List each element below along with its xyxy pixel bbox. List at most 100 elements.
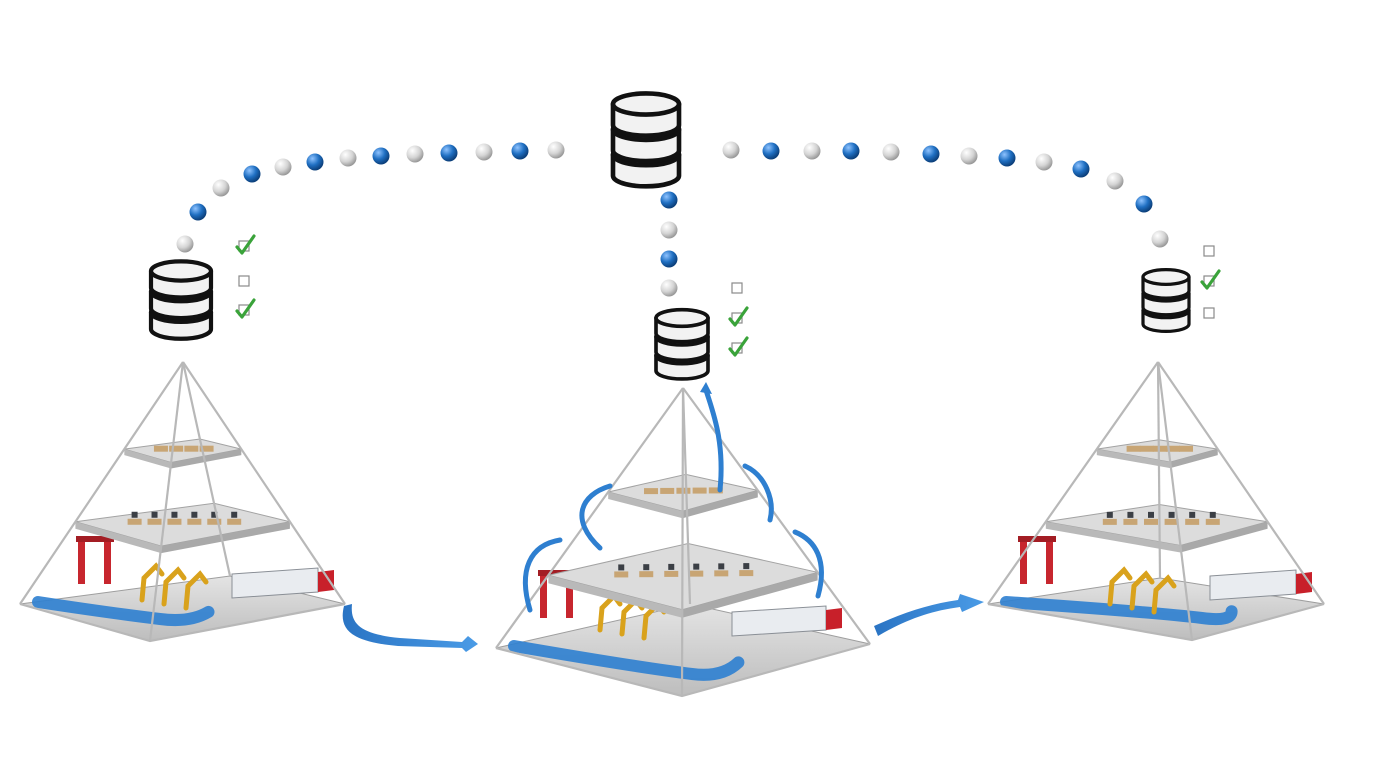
sync-dot-gray	[406, 145, 424, 163]
computer-monitor	[743, 563, 750, 570]
office-desk	[1144, 518, 1159, 525]
office-desk	[187, 518, 202, 525]
office-desk	[153, 445, 168, 452]
office-desk	[1205, 518, 1220, 525]
office-desk	[1102, 518, 1117, 525]
office-desk	[1165, 445, 1180, 452]
truck-trailer	[1209, 569, 1297, 601]
curved-flow-arrow	[792, 529, 824, 599]
office-desk	[614, 571, 629, 578]
pyramid-edge	[680, 387, 685, 697]
pyramid-edge	[495, 642, 871, 698]
checkmark-icon	[1200, 269, 1221, 290]
computer-monitor	[618, 564, 625, 571]
robot-arm	[1107, 566, 1133, 607]
sync-dot-gray	[176, 235, 194, 253]
floor-edge	[161, 521, 290, 554]
floor-edge	[75, 521, 162, 554]
computer-monitor	[1189, 511, 1196, 518]
robot-arm	[183, 570, 209, 611]
sync-dot-gray	[475, 143, 493, 161]
sync-dot-blue	[660, 250, 678, 268]
empty-checkbox	[1203, 307, 1215, 319]
office-desk	[639, 571, 654, 578]
computer-monitor	[643, 564, 650, 571]
sync-dot-gray	[660, 279, 678, 297]
center-site-database-icon	[654, 307, 710, 381]
office-desk	[127, 518, 142, 525]
robot-arm	[161, 566, 187, 607]
empty-checkbox	[238, 275, 250, 287]
floor-edge	[1180, 521, 1268, 553]
sync-dot-blue	[189, 203, 207, 221]
office-desk	[1185, 518, 1200, 525]
central-database-icon	[610, 91, 682, 189]
empty-checkbox	[731, 282, 743, 294]
sync-dot-blue	[762, 142, 780, 160]
sync-dot-gray	[882, 143, 900, 161]
computer-monitor	[211, 511, 218, 518]
truck-trailer	[231, 567, 319, 599]
sync-dot-blue	[660, 191, 678, 209]
sync-dot-blue	[243, 165, 261, 183]
gantry-crane	[78, 536, 85, 584]
curved-flow-arrow	[523, 537, 563, 613]
pyramid-edge	[987, 361, 1159, 605]
pyramid-edge	[682, 387, 871, 645]
sync-dot-blue	[842, 142, 860, 160]
office-desk	[1179, 445, 1194, 452]
sync-dot-blue	[440, 144, 458, 162]
pyramid-edge	[681, 387, 692, 605]
office-desk	[184, 445, 199, 452]
right-site-checklist	[1200, 245, 1221, 319]
sync-dot-blue	[372, 147, 390, 165]
sync-dot-blue	[1072, 160, 1090, 178]
sync-dot-gray	[803, 142, 821, 160]
curved-flow-arrow	[579, 483, 613, 551]
pyramid-edge	[1156, 361, 1162, 579]
office-desk	[167, 518, 182, 525]
office-desk	[1126, 445, 1141, 452]
checkmark-icon	[235, 298, 256, 319]
flow-arrow-left-to-center	[342, 604, 478, 652]
sync-dot-gray	[339, 149, 357, 167]
floor-edge	[548, 575, 683, 618]
computer-monitor	[1106, 511, 1113, 518]
pyramid-edge	[19, 361, 184, 605]
floor-edge	[608, 492, 683, 519]
office-desk	[199, 445, 214, 452]
pyramid-edge	[148, 361, 185, 642]
truck-cab	[826, 608, 842, 630]
sync-dot-gray	[1151, 230, 1169, 248]
office-desk	[207, 518, 222, 525]
office-desk	[692, 487, 707, 494]
computer-monitor	[191, 511, 198, 518]
office-desk	[689, 570, 704, 577]
sync-dot-gray	[722, 141, 740, 159]
checkmark-icon	[728, 336, 749, 357]
database-nodes	[148, 91, 1191, 381]
gantry-crane	[1018, 536, 1056, 542]
office-desk	[147, 518, 162, 525]
truck-cab	[318, 570, 334, 592]
office-floor-2	[1045, 504, 1268, 546]
sync-dot-blue	[922, 145, 940, 163]
truck-cab	[1296, 572, 1312, 594]
office-desk	[1123, 518, 1138, 525]
floor-edge	[1045, 521, 1181, 553]
computer-monitor	[131, 511, 138, 518]
curved-flow-arrow	[742, 463, 774, 523]
computer-monitor	[231, 511, 238, 518]
right-site-database-icon	[1141, 268, 1191, 334]
sync-dot-gray	[960, 147, 978, 165]
robot-arm	[1151, 574, 1177, 615]
gantry-crane	[1046, 538, 1053, 584]
office-desk	[739, 570, 754, 577]
sync-dot-blue	[511, 142, 529, 160]
office-desk	[1139, 445, 1154, 452]
internal-data-flows	[523, 382, 824, 613]
sync-dot-gray	[1106, 172, 1124, 190]
conveyor-flow	[1000, 596, 1238, 626]
sync-dot-gray	[547, 141, 565, 159]
